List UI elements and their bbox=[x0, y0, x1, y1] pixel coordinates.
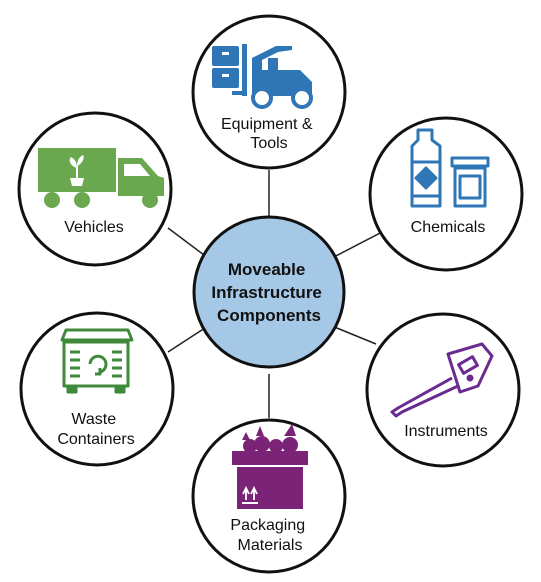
node-label-line-1: Vehicles bbox=[64, 219, 124, 236]
svg-text:Moveable Infrastructure: Moveable Infrastructure Components bbox=[211, 260, 326, 325]
node-label-line-2: Containers bbox=[57, 431, 134, 448]
produce-box-icon bbox=[232, 424, 308, 509]
connector-waste bbox=[167, 325, 209, 353]
node-label-line-2: Tools bbox=[250, 135, 287, 152]
node-label-line-1: Chemicals bbox=[411, 219, 486, 236]
node-circle bbox=[19, 311, 175, 467]
forklift-icon bbox=[212, 44, 313, 109]
node-circle bbox=[368, 116, 524, 272]
connector-vehicles bbox=[167, 227, 209, 259]
node-label-line-1: Waste bbox=[71, 411, 116, 428]
node-waste-containers: Waste Containers bbox=[19, 311, 175, 467]
svg-text:Chemicals: Chemicals bbox=[411, 219, 486, 236]
node-circle bbox=[365, 312, 521, 468]
node-instruments: Instruments bbox=[365, 312, 521, 468]
svg-text:Vehicles: Vehicles bbox=[64, 219, 124, 236]
node-vehicles: Vehicles bbox=[17, 111, 173, 267]
node-label-line-1: Equipment & bbox=[221, 116, 313, 133]
node-chemicals: Chemicals bbox=[368, 116, 524, 272]
node-packaging-materials: Packaging Materials bbox=[191, 418, 347, 574]
connector-chemicals bbox=[331, 231, 383, 259]
center-label-line-1: Moveable bbox=[228, 260, 305, 279]
node-equipment-tools: Equipment & Tools bbox=[191, 14, 347, 170]
recycling-dumpster-icon bbox=[60, 328, 134, 394]
chemical-bottles-icon bbox=[410, 128, 490, 208]
center-node: Moveable Infrastructure Components bbox=[192, 215, 346, 369]
digital-thermometer-icon bbox=[390, 342, 494, 418]
svg-text:Waste Containers: Waste Containers bbox=[57, 411, 134, 448]
center-circle bbox=[192, 215, 346, 369]
center-label-line-2: Infrastructure bbox=[211, 283, 322, 302]
node-label-line-1: Instruments bbox=[404, 423, 488, 440]
svg-text:Instruments: Instruments bbox=[404, 423, 488, 440]
delivery-truck-icon bbox=[38, 148, 164, 208]
node-label-line-1: Packaging bbox=[230, 517, 305, 534]
connector-instruments bbox=[331, 325, 377, 345]
svg-text:Packaging Materials: Packaging Materials bbox=[230, 517, 309, 554]
center-label-line-3: Components bbox=[217, 306, 321, 325]
node-label-line-2: Materials bbox=[238, 537, 303, 554]
svg-text:Equipment & Tools: Equipment & Tools bbox=[221, 116, 317, 152]
